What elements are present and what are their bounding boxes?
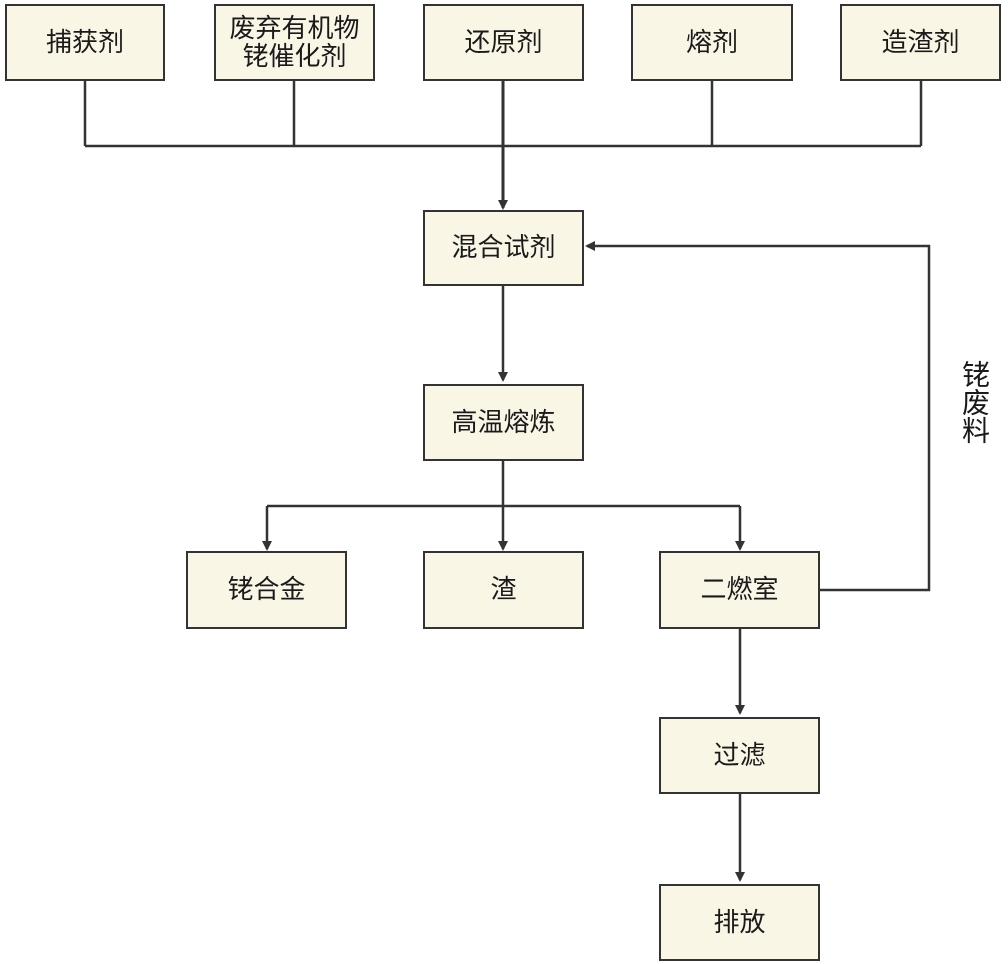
- discharge-box: 排放: [659, 884, 820, 961]
- input-reducing-agent-label: 还原剂: [464, 27, 543, 58]
- filter-label: 过滤: [713, 740, 766, 771]
- input-capture-agent: 捕获剂: [5, 4, 165, 81]
- alloy-box: 铑合金: [186, 551, 347, 629]
- filter-box: 过滤: [659, 717, 820, 794]
- mixing-box: 混合试剂: [423, 210, 584, 286]
- smelting-box: 高温熔炼: [423, 384, 584, 461]
- input-reducing-agent: 还原剂: [423, 4, 584, 81]
- input-waste-catalyst-line2: 铑催化剂: [242, 41, 347, 72]
- input-flux: 熔剂: [631, 4, 793, 81]
- input-slagging-agent-label: 造渣剂: [881, 27, 960, 58]
- alloy-label: 铑合金: [227, 575, 306, 605]
- discharge-label: 排放: [713, 907, 766, 938]
- secondary-chamber-label: 二燃室: [700, 575, 779, 605]
- slag-box: 渣: [423, 551, 584, 629]
- recycle-label: 铑废料: [958, 360, 991, 444]
- slag-label: 渣: [490, 575, 517, 605]
- smelting-label: 高温熔炼: [451, 407, 556, 438]
- arrow-recycle-loop: [585, 241, 931, 592]
- input-waste-catalyst-text: 废弃有机物 铑催化剂: [229, 15, 359, 71]
- input-slagging-agent: 造渣剂: [840, 4, 1001, 81]
- secondary-chamber-box: 二燃室: [659, 551, 820, 629]
- input-flux-label: 熔剂: [685, 27, 738, 58]
- mixing-label: 混合试剂: [451, 233, 556, 263]
- input-waste-catalyst: 废弃有机物 铑催化剂: [214, 4, 375, 81]
- input-capture-agent-label: 捕获剂: [45, 27, 124, 58]
- input-waste-catalyst-line1: 废弃有机物: [229, 13, 360, 44]
